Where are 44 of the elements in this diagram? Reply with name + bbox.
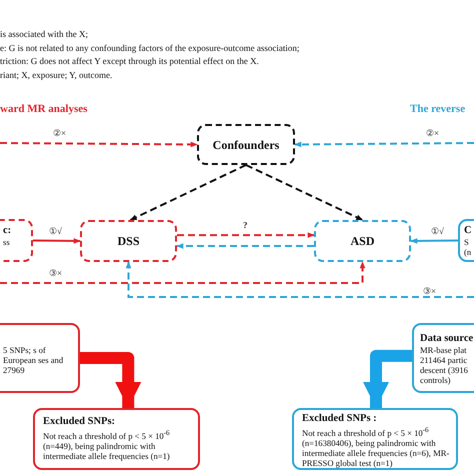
box-text: ASD [350,235,374,247]
box-text: Confounders [212,138,280,150]
box-text: MR-base plat 211464 partic descent (3916 controls) [420,345,469,385]
confounder-box [197,124,295,165]
box-text: 5 SNPs; s of European ses and 27969 [3,345,64,375]
box-text: ss [3,237,10,247]
box-text: Not reach a threshold of p < 5 × 10$^{-6}$ (n=16380406), being palindromic with intermediate allele frequencies (n=6), MR-PRESSO global test (n=1) [302,425,450,468]
box-text: DSS [117,235,140,247]
box-heading: Excluded SNPs: [43,416,116,428]
arrow [363,350,412,408]
note-text: triction: G does not affect Y except through its potential effect on the X. [0,56,259,66]
edge-label: ②× [425,128,440,138]
arrow [32,238,81,244]
box-text: Not reach a threshold of p < 5 × 10$^{-6}$ (n=449), being palindromic with intermediate allele frequencies (n=1) [43,428,171,461]
arrow [80,352,142,408]
arrow [0,142,198,148]
arrow [177,232,315,238]
edge-label: ③× [422,286,438,296]
edge-label: ? [242,220,248,230]
outcome-box [314,220,411,262]
arrow [0,261,366,284]
arrow [130,164,246,221]
box-text: S (n [464,237,472,257]
box-heading: c: [3,225,12,237]
excluded-snps-box [292,408,458,470]
box-heading: Excluded SNPs : [302,413,377,425]
edge-label: ①√ [430,226,445,236]
arrow [176,243,314,249]
arrow [126,261,474,298]
note-text: e: G is not related to any confounding factors of the exposure-outcome association; [0,43,300,53]
edge-label: ②× [52,128,68,138]
box-heading: C [464,225,472,237]
exposure-box [80,220,177,262]
excluded-snps-box [33,408,200,470]
box-heading: Data source [420,333,474,345]
arrow [246,164,364,221]
section-title: The reverse [410,104,466,114]
note-text: is associated with the X; [0,29,88,39]
arrow [294,142,474,148]
edge-label: ①√ [48,226,63,236]
section-title: ward MR analyses [0,104,88,114]
arrow [410,238,458,244]
note-text: riant; X, exposure; Y, outcome. [0,70,112,80]
edge-label: ③× [48,268,64,278]
